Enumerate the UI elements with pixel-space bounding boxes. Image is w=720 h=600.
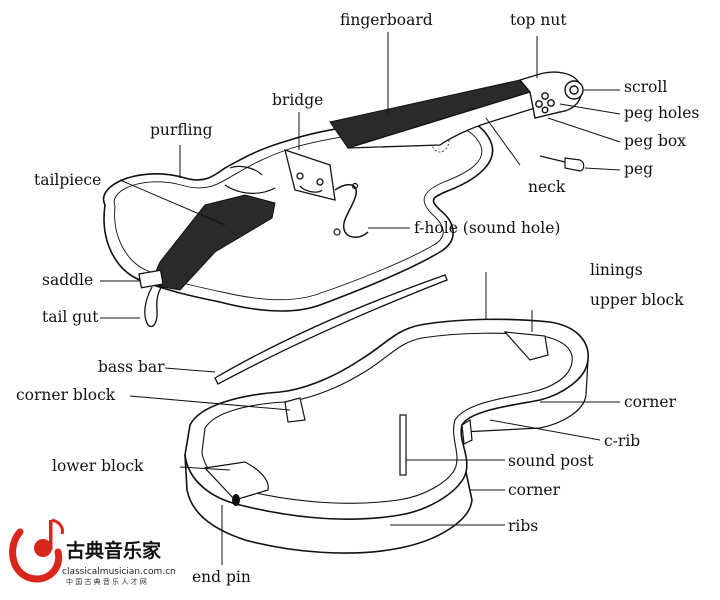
label-neck: neck: [528, 178, 566, 196]
saddle-tailgut: [138, 269, 164, 328]
label-tail-gut: tail gut: [42, 308, 99, 326]
logo-brand: 古典音乐家: [66, 539, 162, 562]
rib-garland: [184, 318, 589, 554]
f-hole: [334, 183, 369, 238]
label-c-rib: c-rib: [604, 432, 640, 450]
labels: fingerboard top nut bridge purfling scro…: [16, 11, 699, 586]
neck-shape: [347, 91, 536, 149]
purfling-line: [113, 122, 483, 301]
label-corner-lower: corner: [508, 481, 561, 499]
label-linings: linings: [590, 261, 643, 279]
violin-top-plate: [102, 113, 494, 312]
label-top-nut: top nut: [510, 11, 567, 29]
leader-lines: [100, 32, 621, 565]
label-corner-upper: corner: [624, 393, 677, 411]
peg-shape: [539, 155, 585, 172]
label-upper-block: upper block: [590, 291, 684, 309]
label-corner-block: corner block: [16, 386, 116, 404]
bass-bar-shape: [214, 274, 448, 385]
label-bass-bar: bass bar: [98, 358, 165, 376]
logo-tagline: 中 国 古 典 音 乐 人 才 网: [66, 577, 147, 586]
label-lower-block: lower block: [52, 457, 144, 475]
label-peg-holes: peg holes: [624, 104, 699, 122]
label-end-pin: end pin: [192, 568, 251, 586]
label-peg: peg: [624, 160, 653, 178]
music-note-icon: [9, 528, 63, 583]
label-f-hole: f-hole (sound hole): [414, 219, 560, 237]
label-tailpiece: tailpiece: [34, 171, 101, 189]
c-bout-left: [224, 184, 276, 194]
bridge-shape: [284, 149, 336, 201]
scroll-pegbox: [518, 71, 584, 119]
label-ribs: ribs: [508, 517, 538, 535]
tailpiece-shape: [149, 194, 276, 291]
label-saddle: saddle: [42, 271, 93, 289]
site-logo: 古典音乐家 classicalmusician.com.cn 中 国 古 典 音…: [9, 518, 176, 586]
label-fingerboard: fingerboard: [340, 11, 433, 29]
blocks: [203, 331, 549, 501]
logo-url: classicalmusician.com.cn: [62, 567, 176, 577]
label-peg-box: peg box: [624, 132, 686, 150]
label-bridge: bridge: [272, 91, 323, 109]
sound-post-shape: [399, 414, 407, 476]
label-sound-post: sound post: [508, 452, 594, 470]
label-scroll: scroll: [624, 78, 667, 96]
label-purfling: purfling: [150, 121, 213, 139]
end-pin-shape: [232, 494, 240, 506]
f-hole-left: [229, 165, 263, 176]
